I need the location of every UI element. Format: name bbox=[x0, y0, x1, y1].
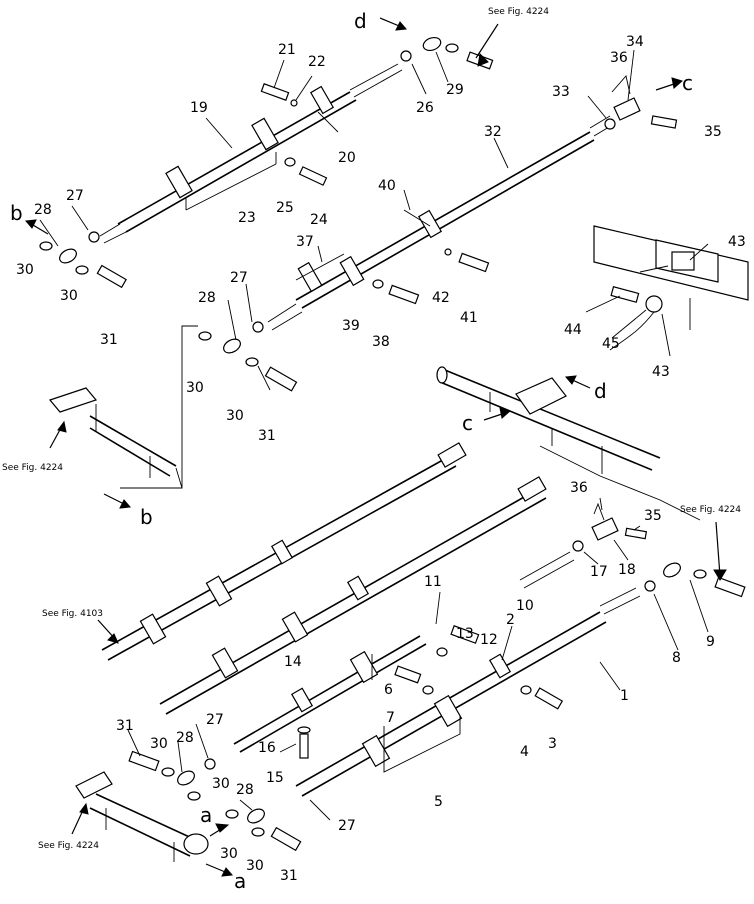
cross-shaft bbox=[436, 366, 701, 521]
label-13: 13 bbox=[456, 626, 474, 642]
right-fittings bbox=[591, 502, 746, 598]
ref-fig4224-right: See Fig. 4224 bbox=[680, 505, 741, 515]
label-43-b: 43 bbox=[652, 364, 670, 380]
label-35-b: 35 bbox=[644, 508, 662, 524]
part-numbers: 21 22 19 20 23 25 24 27 28 30 30 31 26 2… bbox=[16, 34, 746, 884]
label-37: 37 bbox=[296, 234, 314, 250]
letter-a-bottom: a bbox=[234, 869, 246, 893]
label-3: 3 bbox=[548, 736, 557, 752]
ref-fig4103: See Fig. 4103 bbox=[42, 609, 103, 619]
label-14: 14 bbox=[284, 654, 302, 670]
label-4: 4 bbox=[520, 744, 529, 760]
letter-b-mid: b bbox=[140, 505, 153, 529]
label-45: 45 bbox=[602, 336, 620, 352]
label-22: 22 bbox=[308, 54, 326, 70]
lower-rods bbox=[101, 442, 641, 797]
label-11: 11 bbox=[424, 574, 442, 590]
label-2: 2 bbox=[506, 612, 515, 628]
label-17: 17 bbox=[590, 564, 608, 580]
label-8: 8 bbox=[672, 650, 681, 666]
label-28-a: 28 bbox=[34, 202, 52, 218]
upper-rod-assembly bbox=[39, 63, 403, 289]
letter-b-left: b bbox=[10, 201, 23, 225]
label-30-b: 30 bbox=[60, 288, 78, 304]
label-31-c: 31 bbox=[116, 718, 134, 734]
label-12: 12 bbox=[480, 632, 498, 648]
label-41: 41 bbox=[460, 310, 478, 326]
letter-c-right: c bbox=[682, 71, 693, 95]
label-33: 33 bbox=[552, 84, 570, 100]
label-30-c: 30 bbox=[186, 380, 204, 396]
label-16: 16 bbox=[258, 740, 276, 756]
label-34: 34 bbox=[626, 34, 644, 50]
label-38: 38 bbox=[372, 334, 390, 350]
label-27-d: 27 bbox=[338, 818, 356, 834]
ref-fig4224-top: See Fig. 4224 bbox=[488, 7, 549, 17]
label-23: 23 bbox=[238, 210, 256, 226]
leader-lines bbox=[39, 49, 709, 821]
label-31-d: 31 bbox=[280, 868, 298, 884]
ref-fig4224-left: See Fig. 4224 bbox=[2, 463, 63, 473]
label-15: 15 bbox=[266, 770, 284, 786]
label-31-b: 31 bbox=[258, 428, 276, 444]
letter-c-mid: c bbox=[462, 411, 473, 435]
label-42: 42 bbox=[432, 290, 450, 306]
label-44: 44 bbox=[564, 322, 582, 338]
letter-d-top: d bbox=[354, 9, 367, 33]
label-27-a: 27 bbox=[66, 188, 84, 204]
switch-bracket bbox=[593, 225, 749, 351]
label-28-b: 28 bbox=[198, 290, 216, 306]
label-27-b: 27 bbox=[230, 270, 248, 286]
label-7: 7 bbox=[386, 710, 395, 726]
label-36-a: 36 bbox=[610, 50, 628, 66]
label-9: 9 bbox=[706, 634, 715, 650]
label-30-f: 30 bbox=[212, 776, 230, 792]
label-10: 10 bbox=[516, 598, 534, 614]
letter-a-mid: a bbox=[200, 803, 212, 827]
label-29: 29 bbox=[446, 82, 464, 98]
label-27-c: 27 bbox=[206, 712, 224, 728]
label-24: 24 bbox=[310, 212, 328, 228]
label-21: 21 bbox=[278, 42, 296, 58]
label-30-a: 30 bbox=[16, 262, 34, 278]
label-32: 32 bbox=[484, 124, 502, 140]
misc-bolts bbox=[297, 625, 564, 773]
bracket-b bbox=[48, 325, 198, 489]
label-6: 6 bbox=[384, 682, 393, 698]
label-35-a: 35 bbox=[704, 124, 722, 140]
label-28-c: 28 bbox=[176, 730, 194, 746]
label-43-a: 43 bbox=[728, 234, 746, 250]
middle-rod-assembly bbox=[198, 75, 678, 392]
label-25: 25 bbox=[276, 200, 294, 216]
label-30-d: 30 bbox=[226, 408, 244, 424]
label-26: 26 bbox=[416, 100, 434, 116]
label-36-b: 36 bbox=[570, 480, 588, 496]
label-40: 40 bbox=[378, 178, 396, 194]
ref-fig4224-bottom: See Fig. 4224 bbox=[38, 841, 99, 851]
label-5: 5 bbox=[434, 794, 443, 810]
letter-d-mid: d bbox=[594, 379, 607, 403]
label-39: 39 bbox=[342, 318, 360, 334]
label-18: 18 bbox=[618, 562, 636, 578]
label-20: 20 bbox=[338, 150, 356, 166]
label-28-d: 28 bbox=[236, 782, 254, 798]
label-30-e: 30 bbox=[150, 736, 168, 752]
label-30-g: 30 bbox=[220, 846, 238, 862]
reference-arrows bbox=[24, 17, 727, 877]
label-30-h: 30 bbox=[246, 858, 264, 874]
label-1: 1 bbox=[620, 688, 629, 704]
label-31-a: 31 bbox=[100, 332, 118, 348]
bracket-a bbox=[75, 750, 302, 862]
label-19: 19 bbox=[190, 100, 208, 116]
